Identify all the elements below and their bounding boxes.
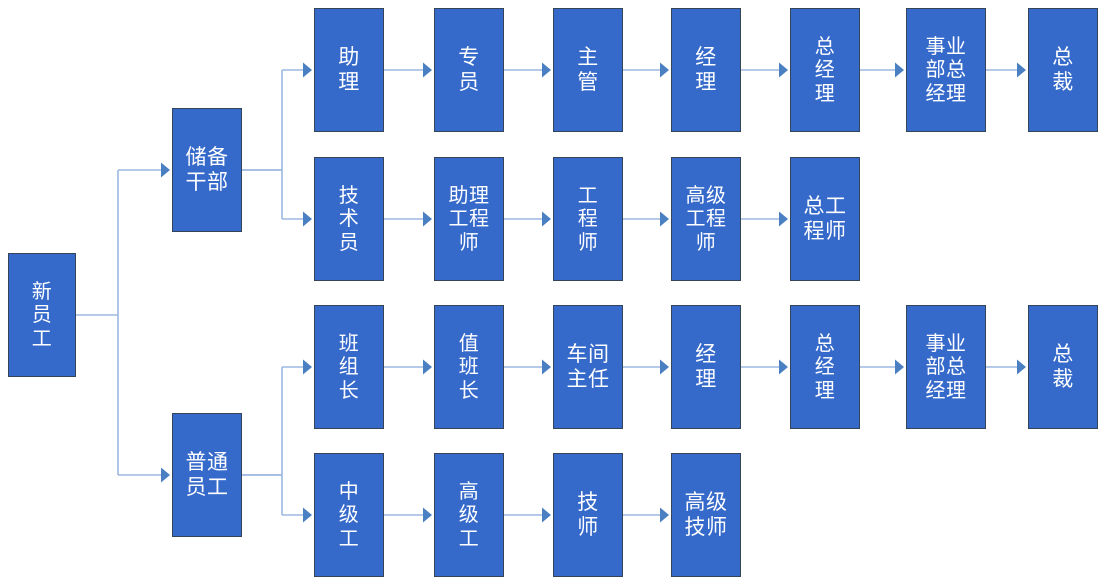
node-president-2[interactable]: 总 裁: [1028, 305, 1098, 429]
node-new-employee[interactable]: 新 员 工: [8, 253, 76, 377]
node-intermediate-worker[interactable]: 中 级 工: [314, 453, 384, 577]
node-senior-worker[interactable]: 高 级 工: [434, 453, 504, 577]
arrow-head-icon: [542, 359, 551, 375]
arrow-head-icon: [660, 211, 669, 227]
node-senior-technician[interactable]: 高级 技师: [671, 453, 741, 577]
node-ordinary-staff[interactable]: 普通 员工: [172, 413, 242, 537]
node-supervisor[interactable]: 主 管: [553, 8, 623, 132]
node-division-gm-2[interactable]: 事业 部总 经理: [906, 305, 986, 429]
node-senior-engineer[interactable]: 高级 工程 师: [671, 157, 741, 281]
arrow-head-icon: [542, 211, 551, 227]
node-manager-2[interactable]: 经 理: [671, 305, 741, 429]
arrow-head-icon: [660, 62, 669, 78]
arrow-head-icon: [303, 211, 312, 227]
arrow-head-icon: [1017, 62, 1026, 78]
arrow-head-icon: [660, 359, 669, 375]
node-engineer[interactable]: 工 程 师: [553, 157, 623, 281]
node-assistant[interactable]: 助 理: [314, 8, 384, 132]
arrow-head-icon: [779, 211, 788, 227]
node-general-manager[interactable]: 总 经 理: [790, 8, 860, 132]
node-president[interactable]: 总 裁: [1028, 8, 1098, 132]
arrow-head-icon: [161, 162, 170, 178]
arrow-head-icon: [423, 359, 432, 375]
arrow-head-icon: [423, 507, 432, 523]
node-manager[interactable]: 经 理: [671, 8, 741, 132]
arrow-head-icon: [660, 507, 669, 523]
node-general-manager-2[interactable]: 总 经 理: [790, 305, 860, 429]
arrow-head-icon: [303, 62, 312, 78]
node-technician[interactable]: 技 师: [553, 453, 623, 577]
arrow-head-icon: [895, 359, 904, 375]
arrow-head-icon: [542, 507, 551, 523]
node-technician-entry[interactable]: 技 术 员: [314, 157, 384, 281]
arrow-head-icon: [423, 62, 432, 78]
node-assistant-engineer[interactable]: 助理 工程 师: [434, 157, 504, 281]
arrow-head-icon: [542, 62, 551, 78]
arrow-head-icon: [161, 467, 170, 483]
arrow-head-icon: [423, 211, 432, 227]
node-workshop-director[interactable]: 车间 主任: [553, 305, 623, 429]
arrow-head-icon: [303, 507, 312, 523]
arrow-head-icon: [895, 62, 904, 78]
arrow-head-icon: [779, 62, 788, 78]
arrow-head-icon: [1017, 359, 1026, 375]
node-specialist[interactable]: 专 员: [434, 8, 504, 132]
node-team-leader[interactable]: 班 组 长: [314, 305, 384, 429]
node-reserve-cadre[interactable]: 储备 干部: [172, 108, 242, 232]
node-chief-engineer[interactable]: 总工 程师: [790, 157, 860, 281]
node-division-gm[interactable]: 事业 部总 经理: [906, 8, 986, 132]
arrow-head-icon: [779, 359, 788, 375]
node-shift-leader[interactable]: 值 班 长: [434, 305, 504, 429]
arrow-head-icon: [303, 359, 312, 375]
